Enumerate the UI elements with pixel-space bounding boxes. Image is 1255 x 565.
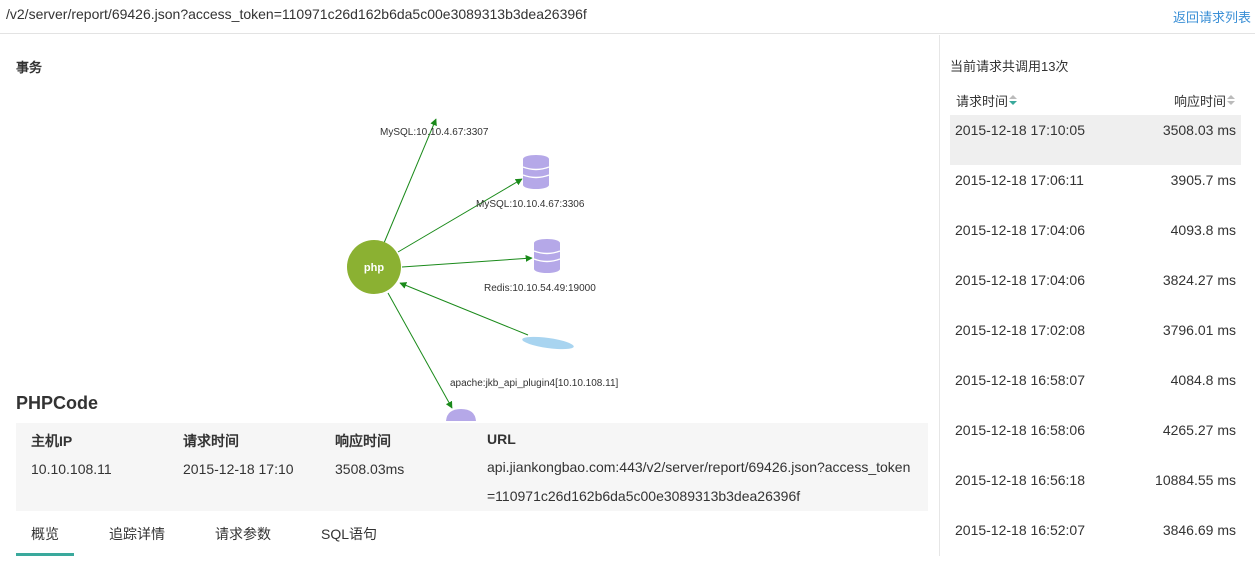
- sort-icon: [1009, 95, 1018, 107]
- back-to-list-link[interactable]: 返回请求列表: [1172, 10, 1251, 25]
- node-label-mysql-3306: MySQL:10.10.4.67:3306: [476, 199, 585, 210]
- list-item-response: 4093.8 ms: [1170, 222, 1236, 238]
- list-item[interactable]: 2015-12-18 16:58:06 4265.27 ms: [950, 415, 1241, 465]
- tab-sql[interactable]: SQL语句: [321, 526, 378, 542]
- value-response-time: 3508.03ms: [335, 461, 405, 477]
- node-label-mysql-3307: MySQL:10.10.4.67:3307: [380, 127, 489, 138]
- web-node-icon[interactable]: [522, 334, 575, 351]
- header-request-time: 请求时间: [183, 433, 239, 449]
- sort-by-time[interactable]: 请求时间: [956, 91, 1018, 110]
- list-item-time: 2015-12-18 17:06:11: [955, 172, 1084, 188]
- list-item[interactable]: 2015-12-18 17:06:11 3905.7 ms: [950, 165, 1241, 215]
- list-item-time: 2015-12-18 17:10:05: [955, 122, 1085, 138]
- database-icon[interactable]: [522, 155, 550, 189]
- list-item-response: 3846.69 ms: [1162, 522, 1236, 538]
- list-item[interactable]: 2015-12-18 16:58:07 4084.8 ms: [950, 365, 1241, 415]
- value-host-ip: 10.10.108.11: [31, 461, 112, 477]
- header-response-time: 响应时间: [335, 433, 391, 449]
- list-item-response: 3508.03 ms: [1162, 122, 1236, 138]
- node-label-apache: apache:jkb_api_plugin4[10.10.108.11]: [450, 378, 619, 389]
- list-item[interactable]: 2015-12-18 17:04:06 4093.8 ms: [950, 215, 1241, 265]
- edge-redis: [401, 254, 533, 268]
- tab-overview[interactable]: 概览: [16, 524, 74, 556]
- header-host-ip: 主机IP: [31, 433, 73, 449]
- tab-trace-details[interactable]: 追踪详情: [109, 526, 165, 542]
- list-item[interactable]: 2015-12-18 17:04:06 3824.27 ms: [950, 265, 1241, 315]
- detail-tabs: 概览 追踪详情 请求参数 SQL语句: [16, 515, 928, 556]
- call-count: 当前请求共调用13次: [950, 59, 1069, 74]
- call-list-header: 请求时间 响应时间: [950, 91, 1241, 113]
- call-list: 2015-12-18 17:10:05 3508.03 ms 2015-12-1…: [950, 115, 1241, 565]
- php-node-label: php: [364, 262, 384, 274]
- sort-icon: [1227, 95, 1235, 107]
- transaction-title: 事务: [16, 60, 43, 75]
- database-icon[interactable]: [533, 239, 561, 273]
- col-time-label: 请求时间: [956, 94, 1009, 109]
- value-url: api.jiankongbao.com:443/v2/server/report…: [487, 459, 911, 504]
- list-item-response: 4265.27 ms: [1162, 422, 1236, 438]
- list-item[interactable]: 2015-12-18 16:52:07 3846.69 ms: [950, 515, 1241, 565]
- request-info-table: 主机IP 请求时间 响应时间 URL 10.10.108.11 2015-12-…: [16, 423, 928, 511]
- list-item-response: 3824.27 ms: [1162, 272, 1236, 288]
- col-resp-label: 响应时间: [1173, 94, 1226, 109]
- list-item-response: 10884.55 ms: [1155, 472, 1236, 488]
- sort-by-response[interactable]: 响应时间: [1174, 91, 1235, 110]
- php-node[interactable]: php: [347, 240, 401, 294]
- panel-divider: [939, 35, 940, 556]
- list-item[interactable]: 2015-12-18 16:56:18 10884.55 ms: [950, 465, 1241, 515]
- phpcode-title: PHPCode: [16, 393, 99, 413]
- list-item[interactable]: 2015-12-18 17:02:08 3796.01 ms: [950, 315, 1241, 365]
- apache-node-icon[interactable]: [446, 409, 476, 421]
- list-item-time: 2015-12-18 17:04:06: [955, 222, 1085, 238]
- node-label-redis: Redis:10.10.54.49:19000: [484, 283, 596, 294]
- edge-mysql-3306: [397, 178, 523, 253]
- main-panel: 事务 php: [0, 35, 938, 556]
- transaction-topology: php MySQL:10.10.4.67:3307 MySQL:10.10.4.…: [347, 118, 619, 421]
- request-url: /v2/server/report/69426.json?access_toke…: [6, 6, 587, 22]
- header-url: URL: [487, 431, 516, 447]
- call-list-panel: 当前请求共调用13次 请求时间 响应时间 2015-12-18 17:10:05…: [940, 35, 1255, 556]
- list-item-time: 2015-12-18 16:58:06: [955, 422, 1085, 438]
- edge-from-web: [399, 282, 529, 336]
- list-item-time: 2015-12-18 16:58:07: [955, 372, 1085, 388]
- list-item-response: 3796.01 ms: [1162, 322, 1236, 338]
- list-item[interactable]: 2015-12-18 17:10:05 3508.03 ms: [950, 115, 1241, 165]
- edge-apache: [387, 292, 453, 409]
- value-request-time: 2015-12-18 17:10: [183, 461, 294, 477]
- top-bar: /v2/server/report/69426.json?access_toke…: [0, 0, 1255, 34]
- list-item-time: 2015-12-18 16:52:07: [955, 522, 1085, 538]
- list-item-time: 2015-12-18 16:56:18: [955, 472, 1085, 488]
- list-item-time: 2015-12-18 17:04:06: [955, 272, 1085, 288]
- tab-request-params[interactable]: 请求参数: [215, 526, 271, 542]
- list-item-response: 4084.8 ms: [1170, 372, 1236, 388]
- edge-mysql-3307: [383, 118, 437, 244]
- list-item-time: 2015-12-18 17:02:08: [955, 322, 1085, 338]
- list-item-response: 3905.7 ms: [1170, 172, 1236, 188]
